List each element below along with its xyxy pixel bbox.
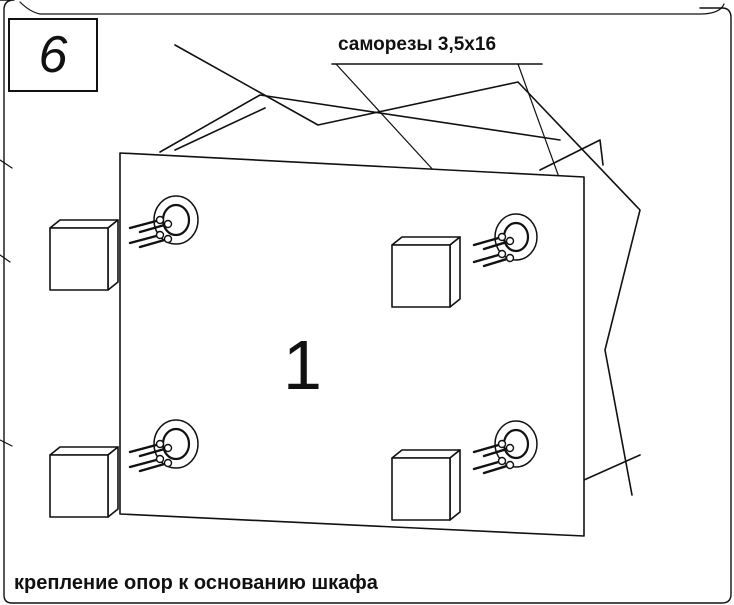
screw-icon: [482, 236, 515, 251]
step-number-box: 6: [8, 18, 98, 92]
screw-icon: [472, 456, 507, 471]
left-edge-mark: [0, 159, 13, 447]
panel-part-1: [119, 152, 585, 537]
screw-icon: [128, 439, 165, 454]
screw-icon: [128, 454, 165, 469]
support-foot-top-left: [49, 219, 119, 291]
cabinet-bottom-right: [583, 454, 641, 481]
screw-icon: [128, 215, 165, 230]
screw-spec-label: саморезы 3,5х16: [338, 34, 497, 55]
frame-top-cut: [19, 1, 725, 15]
screw-icon: [128, 230, 165, 245]
screw-icon: [138, 219, 173, 234]
cabinet-right-edge: [539, 139, 604, 171]
step-number: 6: [38, 26, 68, 84]
leader-line-right: [517, 63, 561, 181]
screw-icon: [472, 232, 507, 247]
cabinet-inner-edge: [174, 107, 266, 151]
part-number-label: 1: [283, 326, 322, 404]
screw-icon: [472, 249, 507, 264]
support-foot-top-right: [391, 236, 461, 308]
screw-icon: [482, 253, 515, 268]
step-caption: крепление опор к основанию шкафа: [14, 572, 378, 594]
screw-icon: [482, 443, 515, 458]
screw-icon: [138, 443, 173, 458]
screw-icon: [138, 458, 173, 473]
screw-icon: [138, 234, 173, 249]
cabinet-top-edge: [159, 94, 561, 153]
support-foot-bottom-left: [49, 446, 119, 518]
support-foot-bottom-right: [391, 449, 461, 521]
leader-line-main: [174, 44, 641, 496]
screw-icon: [472, 439, 507, 454]
screw-icon: [482, 460, 515, 475]
